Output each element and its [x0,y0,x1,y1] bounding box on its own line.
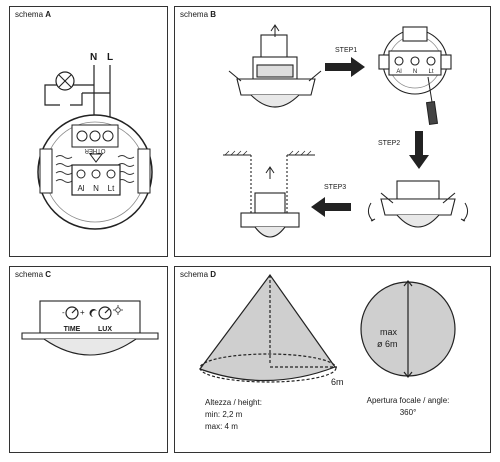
arrow-up-icon [270,24,280,37]
schema-c-title: schema C [15,270,52,279]
wire-l-label: L [107,52,113,63]
lux-knob[interactable] [98,306,112,320]
b-terminal-n-label: N [413,69,417,75]
b-terminal-lt-label: Lt [428,69,433,75]
range-diameter-label: ø 6m [377,339,398,349]
step2-arrow-icon [409,131,429,169]
sensor-front-view [21,300,159,356]
b-terminal-al-label: Al [396,69,401,75]
schema-b-title: schema B [180,10,217,19]
time-minus-label: - [62,308,65,317]
schema-a-title: schema A [15,10,52,19]
terminal-lt-label: Lt [108,184,115,193]
time-label: TIME [64,326,81,333]
time-knob[interactable] [65,306,79,320]
aperture-value: 360° [400,408,417,417]
time-plus-label: + [80,308,85,317]
aperture-title: Apertura focale / angle: [367,396,450,405]
terminal-n-label: N [93,184,99,193]
sensor-side-view [228,34,322,108]
brand-label: OTHER [84,147,106,153]
lux-label: LUX [98,326,112,333]
schema-c-diagram: - + TIME LUX [21,300,159,356]
sensor-top-view [37,114,153,230]
step3-label: STEP3 [324,184,346,191]
sun-icon [113,305,123,315]
rotate-arrows-icon [367,202,469,222]
schema-d-diagram: 6m Altezza / height: min: 2,2 m max: 4 m… [199,273,456,431]
lamp-icon [55,71,75,91]
range-max-label: max [380,327,398,337]
schema-d-title: schema D [180,270,217,279]
detection-area-circle [360,280,456,378]
step1-arrow-icon [325,57,365,77]
sensor-terminal-view [378,26,452,95]
step2-label: STEP2 [378,140,400,147]
cone-radius-label: 6m [331,377,344,387]
height-min: min: 2,2 m [205,410,243,419]
schema-b-diagram: STEP1 Al N Lt STEP2 [223,24,469,238]
height-max: max: 4 m [205,422,238,431]
terminal-al-label: Al [77,184,84,193]
wire-n-label: N [90,52,97,63]
schema-d-panel: schema D 6m Altezza / height: min: 2,2 m… [174,266,491,453]
step1-label: STEP1 [335,47,357,54]
ceiling-installation [223,150,315,238]
detection-cone [199,273,337,383]
schema-c-panel: schema C - + TIME LUX [9,266,168,453]
step3-arrow-icon [311,197,351,217]
arrow-up-icon [265,166,275,179]
sensor-tilt-view [380,180,456,228]
screwdriver-icon [425,76,439,126]
schema-b-panel: schema B STEP1 Al N Lt [174,6,491,257]
moon-icon [89,309,97,317]
schema-a-panel: schema A N L [9,6,168,257]
height-title: Altezza / height: [205,398,262,407]
schema-a-diagram: N L OTHER Al N Lt [37,52,153,230]
